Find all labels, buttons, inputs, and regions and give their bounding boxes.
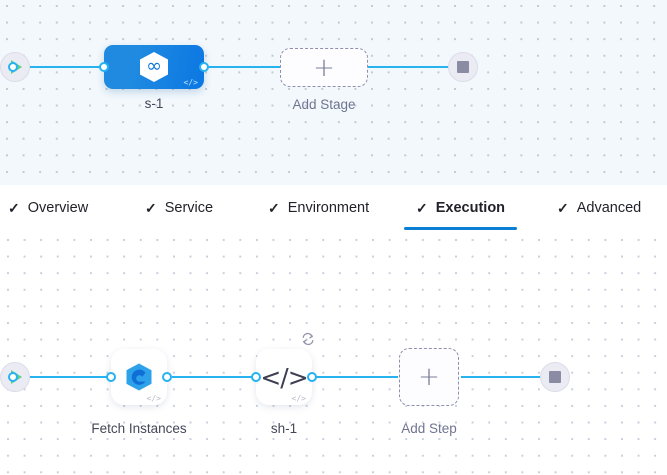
pipeline-stage-canvas[interactable]: ∞ </> s-1 + Add Stage xyxy=(0,0,667,185)
step-wire-fetch-to-sh1 xyxy=(172,376,256,378)
stage-wire-start-to-s1 xyxy=(22,66,132,68)
tab-service[interactable]: ✓ Service xyxy=(145,199,214,216)
check-icon: ✓ xyxy=(268,199,280,216)
stage-config-tabs[interactable]: ✓ Overview ✓ Service ✓ Environment ✓ Exe… xyxy=(0,185,667,232)
execution-step-canvas[interactable]: </> Fetch Instances </> </> sh-1 + Add S… xyxy=(0,231,667,475)
stage-node-s-1-output-port[interactable] xyxy=(199,62,209,72)
code-badge-icon: </> xyxy=(291,394,306,403)
step-node-sh-1[interactable]: </> </> xyxy=(256,332,314,405)
step-node-sh-1-output-port[interactable] xyxy=(307,372,317,382)
step-wire-sh1-to-add xyxy=(316,376,398,378)
stop-icon xyxy=(457,61,469,73)
step-node-sh-1-input-port[interactable] xyxy=(251,372,261,382)
stage-wire-add-to-end xyxy=(368,66,456,68)
stage-end-node[interactable] xyxy=(448,52,478,82)
plus-icon: + xyxy=(313,52,335,83)
check-icon: ✓ xyxy=(145,199,157,216)
repeat-loop-icon xyxy=(302,332,314,346)
code-badge-icon: </> xyxy=(183,78,198,87)
stage-node-s-1-input-port[interactable] xyxy=(99,62,109,72)
check-icon: ✓ xyxy=(557,199,569,216)
tab-advanced[interactable]: ✓ Advanced xyxy=(557,199,642,216)
harness-hexagon-logo-icon xyxy=(126,363,152,391)
add-step-button[interactable]: + xyxy=(399,348,459,406)
step-node-sh-1-caption: sh-1 xyxy=(270,421,298,436)
step-node-fetch-instances-input-port[interactable] xyxy=(106,372,116,382)
step-node-fetch-instances-caption: Fetch Instances xyxy=(91,421,187,436)
tab-environment[interactable]: ✓ Environment xyxy=(268,199,370,216)
add-stage-button[interactable]: + xyxy=(280,48,368,87)
step-wire-add-to-end xyxy=(461,376,547,378)
step-start-port[interactable] xyxy=(8,372,18,382)
stage-wire-s1-to-add xyxy=(196,66,286,68)
add-stage-label: Add Stage xyxy=(292,97,356,112)
step-node-fetch-instances[interactable]: </> xyxy=(111,349,167,405)
code-badge-icon: </> xyxy=(146,394,161,403)
tab-execution[interactable]: ✓ Execution xyxy=(404,185,518,230)
check-icon: ✓ xyxy=(416,199,428,216)
check-icon: ✓ xyxy=(8,199,20,216)
add-step-label: Add Step xyxy=(401,421,457,436)
code-brackets-icon: </> xyxy=(260,362,308,392)
step-end-node[interactable] xyxy=(540,362,570,392)
tab-active-underline xyxy=(404,227,518,230)
stage-node-s-1[interactable]: ∞ </> xyxy=(104,45,204,89)
plus-icon: + xyxy=(418,362,440,392)
step-node-fetch-instances-output-port[interactable] xyxy=(162,372,172,382)
stage-start-port[interactable] xyxy=(8,62,18,72)
tab-overview[interactable]: ✓ Overview xyxy=(8,199,89,216)
stage-node-s-1-caption: s-1 xyxy=(144,96,164,111)
harness-hexagon-infinity-icon: ∞ xyxy=(140,52,168,82)
stop-icon xyxy=(549,371,561,383)
step-wire-start-to-fetch xyxy=(22,376,112,378)
